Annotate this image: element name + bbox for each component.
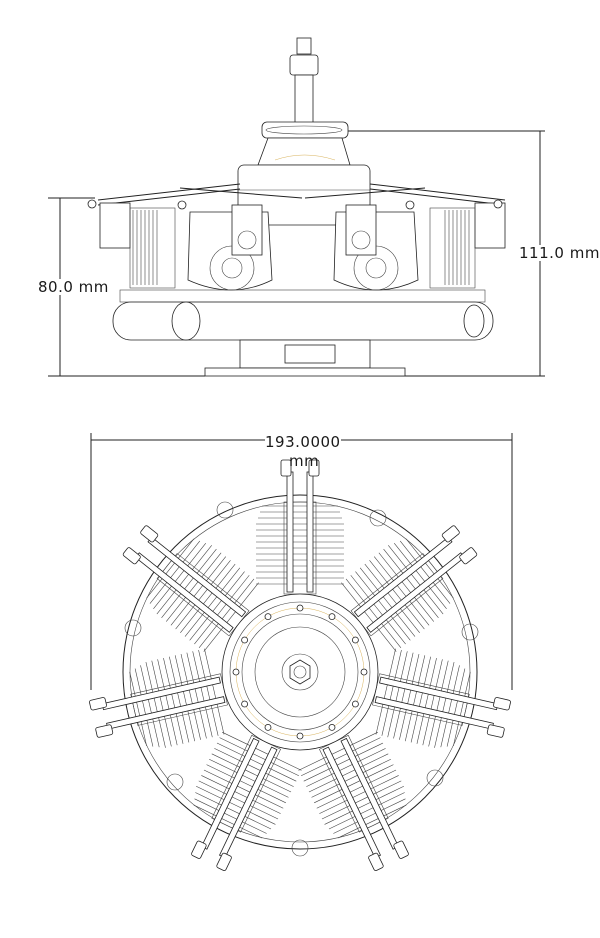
hub-bolt bbox=[264, 613, 272, 620]
hub-bolts bbox=[232, 604, 368, 740]
hub-bolt bbox=[351, 636, 359, 644]
dimension-label-80: 80.0 mm bbox=[38, 278, 109, 296]
hub-bolt bbox=[328, 724, 336, 731]
hub-bolt bbox=[296, 604, 304, 612]
push-rods bbox=[97, 183, 506, 206]
dimension-label-193: 193.0000 bbox=[265, 433, 341, 451]
side-view bbox=[48, 37, 545, 377]
hub-bolt bbox=[232, 668, 240, 676]
crank-hub bbox=[221, 593, 379, 751]
cylinder-7 bbox=[122, 525, 259, 652]
dimension-label-111: 111.0 mm bbox=[519, 244, 600, 262]
cylinder-5 bbox=[191, 731, 302, 871]
hub-bolt bbox=[360, 668, 368, 676]
cylinder-4 bbox=[298, 731, 409, 871]
exhaust-ring bbox=[112, 289, 494, 341]
hub-bolt bbox=[264, 724, 272, 731]
dimension-unit-193: mm bbox=[289, 452, 320, 470]
cylinder-1 bbox=[256, 459, 344, 595]
hub-bolt bbox=[328, 613, 336, 620]
mount-base bbox=[204, 339, 406, 377]
hub-bolt bbox=[241, 636, 249, 644]
front-view bbox=[89, 433, 513, 871]
propeller-shaft bbox=[257, 37, 351, 166]
hub-bolt bbox=[241, 700, 249, 708]
crankcase bbox=[237, 164, 371, 226]
cylinder-3 bbox=[372, 648, 511, 748]
cylinders-side bbox=[87, 199, 506, 291]
intake-loops bbox=[124, 501, 479, 857]
cylinder-6 bbox=[89, 648, 228, 748]
cylinder-2 bbox=[341, 525, 478, 652]
hub-bolt bbox=[296, 732, 304, 740]
radial-cylinders bbox=[89, 459, 511, 871]
hub-bolt bbox=[351, 700, 359, 708]
